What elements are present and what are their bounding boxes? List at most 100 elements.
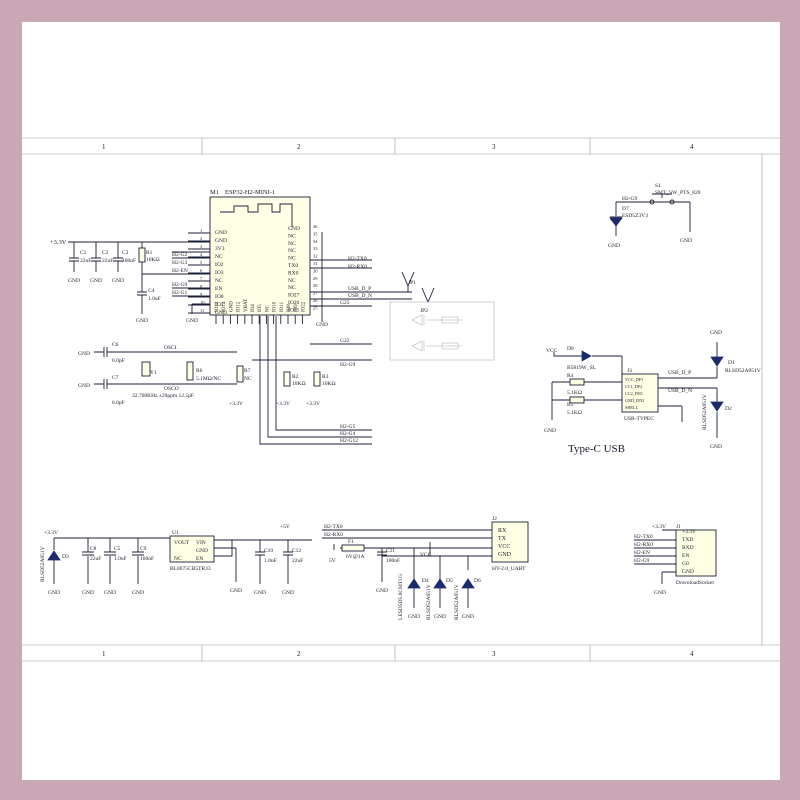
- c11-val: 100nF: [386, 558, 400, 564]
- d2-ref: D2: [725, 406, 732, 412]
- net-h2-g3: H2-G3: [172, 260, 188, 266]
- j1-pin-3: EN: [682, 553, 689, 559]
- c7-val: 6.0pF: [112, 400, 125, 406]
- j2-pin-gnd: GND: [498, 552, 512, 558]
- d6-ref: D6: [474, 578, 481, 584]
- esp32-pin-2-num: 2: [200, 236, 202, 241]
- esp32-bottom-pin-nc: NC: [265, 304, 270, 312]
- c1-val: 22uF: [80, 258, 91, 264]
- esp32-pin-31-num: 31: [313, 261, 318, 266]
- j1-pin-5: GND: [682, 569, 694, 575]
- esp32-pin-1-num: 1: [200, 228, 202, 233]
- esp32-pin-27-num: 27: [313, 291, 318, 296]
- esp32-pin-30-num: 30: [313, 268, 318, 273]
- schematic-diagram: 1 2 3 4 1 2 3 4 M1 ESP32-H2-MINI-1 GND1G…: [22, 137, 790, 662]
- esp32-pin-9-name: IO0: [215, 294, 224, 300]
- d1-val: RLSD52A051V: [725, 368, 761, 374]
- net-osci: OSCI: [164, 345, 177, 351]
- usb-typec-section: VCC D8 B5819W_SL VCC_DP1CC1_DP2CC2_DN1GN…: [544, 330, 761, 455]
- gnd-usb: GND: [544, 428, 556, 434]
- r1-val: 10KΩ: [146, 257, 160, 263]
- esp32-pin-33-name: NC: [288, 248, 296, 254]
- gnd-j1: GND: [654, 590, 666, 596]
- ldo-section: +3.3V D3 RLSD52A051V C8 22uF C5 1.0uF C9…: [40, 524, 312, 584]
- net-h2-g2: H2-G2: [172, 252, 188, 258]
- d5-ref: D5: [446, 578, 453, 584]
- c9-ref: C9: [140, 546, 147, 552]
- esp32-pin-34-name: NC: [288, 241, 296, 247]
- net-h2-rx0-esp: H2-RX0: [348, 264, 367, 270]
- u1-pin-gnd: GND: [196, 548, 208, 554]
- gnd-d5: GND: [434, 614, 446, 620]
- uart-section: H2-TX0 H2-RX0 F1 6V@1A 5V C11 100nF VCC …: [322, 516, 529, 620]
- u1-pin-vout: VOUT: [174, 540, 190, 546]
- d8-ref: D8: [567, 346, 574, 352]
- esp32-bottom-pin-io8: IO8: [287, 304, 292, 312]
- c9-val: 100nF: [140, 556, 154, 562]
- net-h2-g9-j1: H2-G9: [634, 558, 650, 564]
- esp32-pin-4-num: 4: [200, 252, 203, 257]
- r1-ref: R1: [146, 250, 153, 256]
- esp32-bottom-pin-gnd: GND: [229, 301, 234, 312]
- grid-col-2-bottom: 2: [297, 650, 301, 658]
- c8-val: 22uF: [90, 556, 101, 562]
- c2-val: 22uF: [102, 258, 113, 264]
- esp32-module: M1 ESP32-H2-MINI-1 GND1GND23V33NC4IO25IO…: [188, 189, 318, 324]
- j1-pin-1: TXD: [682, 537, 693, 543]
- net-usb-dn-j3: USB_D_N: [668, 388, 692, 394]
- net-h2-rx0-j1: H2-RX0: [634, 542, 653, 548]
- gnd-u1: GND: [230, 588, 242, 594]
- d3-ref: D3: [62, 554, 69, 560]
- gnd-c2: GND: [90, 278, 102, 284]
- esp32-pin-32-num: 32: [313, 254, 318, 259]
- grid-col-1: 1: [102, 143, 106, 151]
- net-h2-tx0-esp: H2-TX0: [348, 256, 367, 262]
- j3-pin-4: SHELL: [625, 405, 638, 410]
- net-5v-uart: 5V: [329, 558, 336, 564]
- r7-ref: R7: [244, 368, 251, 374]
- esp32-ref: M1: [210, 189, 219, 196]
- d3-val: RLSD52A051V: [40, 546, 46, 582]
- esp32-pin-25-name: IO25: [288, 307, 300, 313]
- esp32-pin-11-name: GND: [215, 310, 227, 316]
- typec-title: Type-C USB: [568, 443, 625, 455]
- c5-ref: C5: [114, 546, 121, 552]
- net-g25: G25: [340, 300, 350, 306]
- net-3v3-j1: +3.3V: [652, 524, 666, 530]
- j1-ref: J1: [676, 524, 681, 530]
- esp32-pin-36-num: 36: [313, 224, 318, 229]
- esp32-bottom-pin-io10: IO10: [273, 301, 278, 312]
- r4-val: 5.1KΩ: [567, 390, 582, 396]
- net-3v3-ldo: +3.3V: [44, 530, 58, 536]
- net-vcc-usb: VCC: [546, 348, 558, 354]
- gnd-d4: GND: [408, 614, 420, 620]
- esp32-pin-10-num: 10: [200, 300, 205, 305]
- net-vcc-uart: VCC: [420, 552, 432, 558]
- gnd-d1: GND: [710, 330, 722, 336]
- j2-pin-vcc: VCC: [498, 544, 510, 550]
- net-h2-g0: H2-G0: [172, 282, 188, 288]
- gnd-c9: GND: [132, 590, 144, 596]
- c12-val: 22uF: [292, 558, 303, 564]
- f1-val: 6V@1A: [346, 554, 365, 560]
- esp32-pin-2-name: GND: [215, 238, 227, 244]
- esp32-pin-33-num: 33: [313, 246, 318, 251]
- grid-col-4: 4: [690, 143, 694, 151]
- c7-ref: C7: [112, 375, 119, 381]
- gnd-d3: GND: [48, 590, 60, 596]
- grid-col-3-bottom: 3: [492, 650, 496, 658]
- net-h2-tx0-j1: H2-TX0: [634, 534, 653, 540]
- esp32-pin-29-name: NC: [288, 278, 296, 284]
- gnd-c4: GND: [136, 318, 148, 324]
- esp32-pin-6-num: 6: [200, 268, 203, 273]
- j1-pin-2: RXD: [682, 545, 694, 551]
- esp32-pin-26-name: IO26: [288, 300, 300, 306]
- esp32-bottom-pin-io11: IO11: [280, 301, 285, 312]
- c4-val: 1.0uF: [148, 296, 161, 302]
- esp32-pin-26-num: 26: [313, 298, 318, 303]
- r6-ref: R6: [196, 368, 203, 374]
- u1-ref: U1: [172, 530, 179, 536]
- s1-val: SMT_SW_PTS_820: [655, 190, 701, 196]
